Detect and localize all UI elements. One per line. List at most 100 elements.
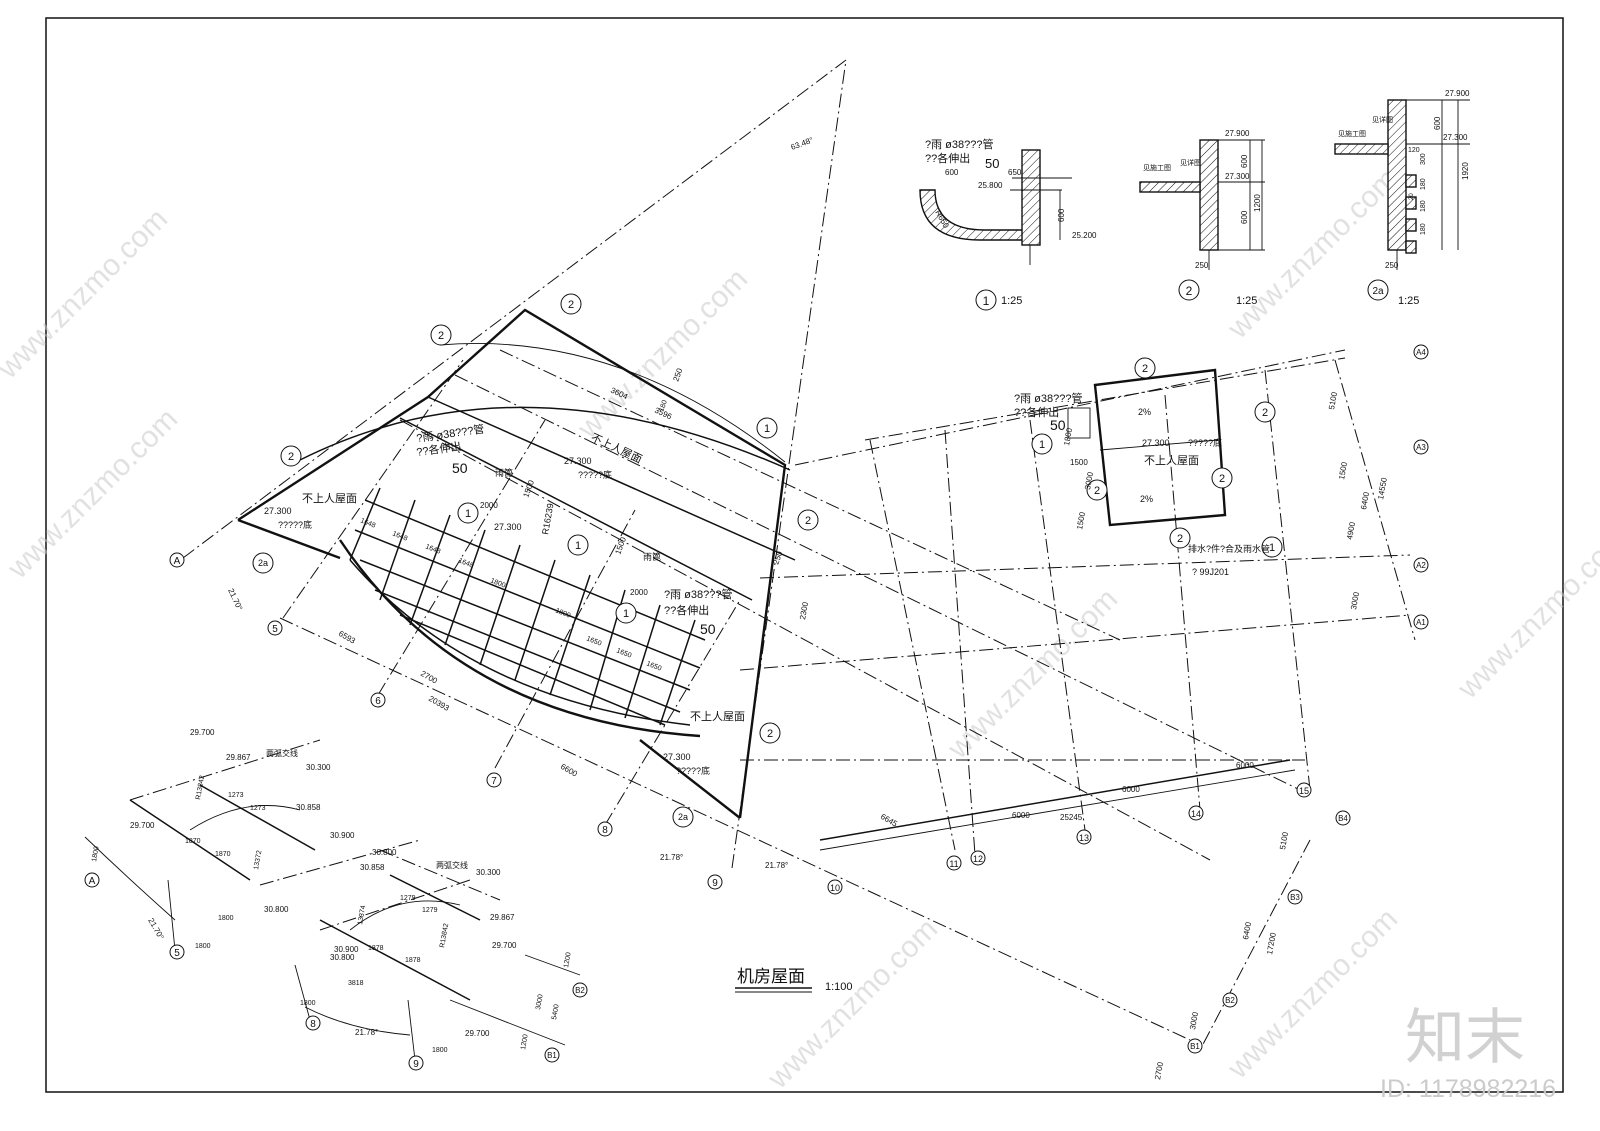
dimension: 600 [1240, 154, 1249, 168]
dimension: 1878 [405, 957, 421, 964]
slope-label: 2% [1140, 494, 1153, 504]
section-mark: 2 [1177, 533, 1183, 545]
dimension: 2000 [480, 501, 498, 510]
detail-tag: 1 [983, 294, 990, 308]
dimension: 1648 [457, 557, 474, 569]
axis-label: A4 [1416, 348, 1426, 357]
detail-1: ?雨 ø38???管 ??各伸出 50 600 650 25.800 25.20… [919, 137, 1097, 311]
elevation: 30.800 [372, 848, 397, 857]
angle-label: 63.48° [790, 135, 815, 151]
dimension: 6400 [1241, 921, 1253, 941]
elevation: 30.858 [296, 803, 321, 812]
dimension: 2000 [630, 588, 648, 597]
dimension: 14550 [1376, 476, 1389, 500]
dimension: 3818 [348, 980, 364, 987]
axis-label: 12 [973, 854, 983, 864]
sheet-border [45, 17, 1564, 1093]
axis-label: 8 [310, 1019, 316, 1030]
angle-label: 21.78° [765, 861, 788, 870]
gutter-label: 雨篦 [643, 551, 661, 562]
dimension: 250 [671, 367, 684, 383]
elevation: 27.300 [1225, 172, 1250, 181]
elevation-note: ?????底 [578, 469, 612, 480]
dimension: 6000 [1236, 761, 1254, 770]
axis-label: B1 [1190, 1042, 1200, 1051]
axis-label: A [89, 876, 96, 887]
elevation-note: ?????底 [676, 765, 710, 776]
axis-label: 9 [712, 878, 718, 889]
angle-label: 21.70° [226, 587, 244, 612]
dimension: 5100 [1327, 391, 1339, 411]
axis-label: A2 [1416, 561, 1426, 570]
elevation: 27.300 [1443, 133, 1468, 142]
elevation: 30.900 [334, 945, 359, 954]
axis-label: 10 [830, 883, 840, 893]
dimension: 1500 [1337, 461, 1349, 481]
angle-label: 21.78° [355, 1028, 378, 1037]
dimension: 6593 [337, 629, 357, 646]
dimension: 3000 [1349, 591, 1361, 611]
dimension: 1273 [250, 805, 266, 812]
dimension: 180 [658, 399, 669, 412]
dimension: 1800 [218, 915, 234, 922]
elevation: 30.300 [306, 763, 331, 772]
elevation: 25.800 [978, 181, 1003, 190]
dimension: 2700 [1153, 1061, 1165, 1081]
dimension: 1650 [645, 660, 662, 672]
section-markers: 2 2 2 1 2 2 2a 2a 1 1 1 2 2 1 2 2 2 1 [252, 293, 1283, 828]
dimension: 1800 [432, 1047, 448, 1054]
elevation: 27.300 [494, 522, 522, 532]
detail-note: 见施工图 [1338, 129, 1366, 138]
elevation: 27.300 [564, 456, 592, 466]
axis-label: 11 [949, 859, 958, 869]
dimension: 5100 [1278, 831, 1290, 851]
dimension: 250 [1195, 261, 1209, 270]
image-id: ID: 1178982216 [1380, 1075, 1556, 1103]
plan-annotations: 63.48° 21.70° 21.78° 21.78° ?雨 ø38???管 ?… [226, 135, 1389, 1080]
drain-dim: 50 [700, 621, 716, 637]
dimension: 6000 [1122, 785, 1140, 794]
section-mark: 2 [805, 515, 811, 527]
roof-note: 不上人屋面 [690, 710, 745, 723]
dimension: 13372 [253, 850, 263, 870]
elevation: 29.867 [490, 913, 515, 922]
axis-label: 5 [174, 948, 180, 959]
elevation: 29.867 [226, 753, 251, 762]
dimension: 180 [1420, 200, 1427, 212]
axis-label: A [174, 556, 181, 567]
axis-label: B1 [547, 1051, 557, 1060]
elevation: 27.900 [1225, 129, 1250, 138]
roof-note: 不上人屋面 [1144, 454, 1199, 467]
drain-dim: 50 [1050, 417, 1066, 433]
brand-logo: 知末 [1405, 1004, 1525, 1071]
axis-label: 9 [413, 1059, 419, 1070]
dimension: 3000 [1188, 1011, 1200, 1031]
elevation: 29.700 [190, 728, 215, 737]
eave-detail: A 5 8 9 B2 B1 29.700 29.867 30.300 30.85… [84, 728, 588, 1071]
dimension: 650 [1008, 168, 1022, 177]
elevation: 27.300 [663, 752, 691, 762]
dimension: 1200 [563, 952, 573, 969]
dimension: 6400 [1359, 491, 1371, 511]
brand-watermark: 知末 ID: 1178982216 [1380, 1004, 1556, 1103]
watermark-url: www.znzmo.com [0, 202, 174, 385]
drawing-title: 机房屋面 1:100 [735, 967, 853, 993]
dimension: 180 [1420, 223, 1427, 235]
detail-tag: 2a [1372, 286, 1384, 297]
dimension: 17200 [1265, 931, 1278, 955]
dimension: 5400 [551, 1004, 561, 1021]
section-mark: 2a [258, 558, 268, 568]
dimension: 1500 [1070, 458, 1088, 467]
dimension: 1648 [391, 530, 408, 542]
dimension: R13842 [195, 775, 206, 800]
dimension: 1279 [422, 907, 438, 914]
elevation: 27.300 [1142, 438, 1170, 448]
dimension: 13374 [357, 905, 367, 925]
section-mark: 2 [438, 330, 444, 342]
title-scale: 1:100 [825, 981, 853, 993]
dimension: 4900 [1345, 521, 1357, 541]
section-mark: 2 [288, 451, 294, 463]
axis-bubbles: A 5 6 7 8 9 10 11 12 13 14 15 A4 A3 A2 A… [169, 344, 1429, 1054]
dimension: 1870 [215, 851, 231, 858]
